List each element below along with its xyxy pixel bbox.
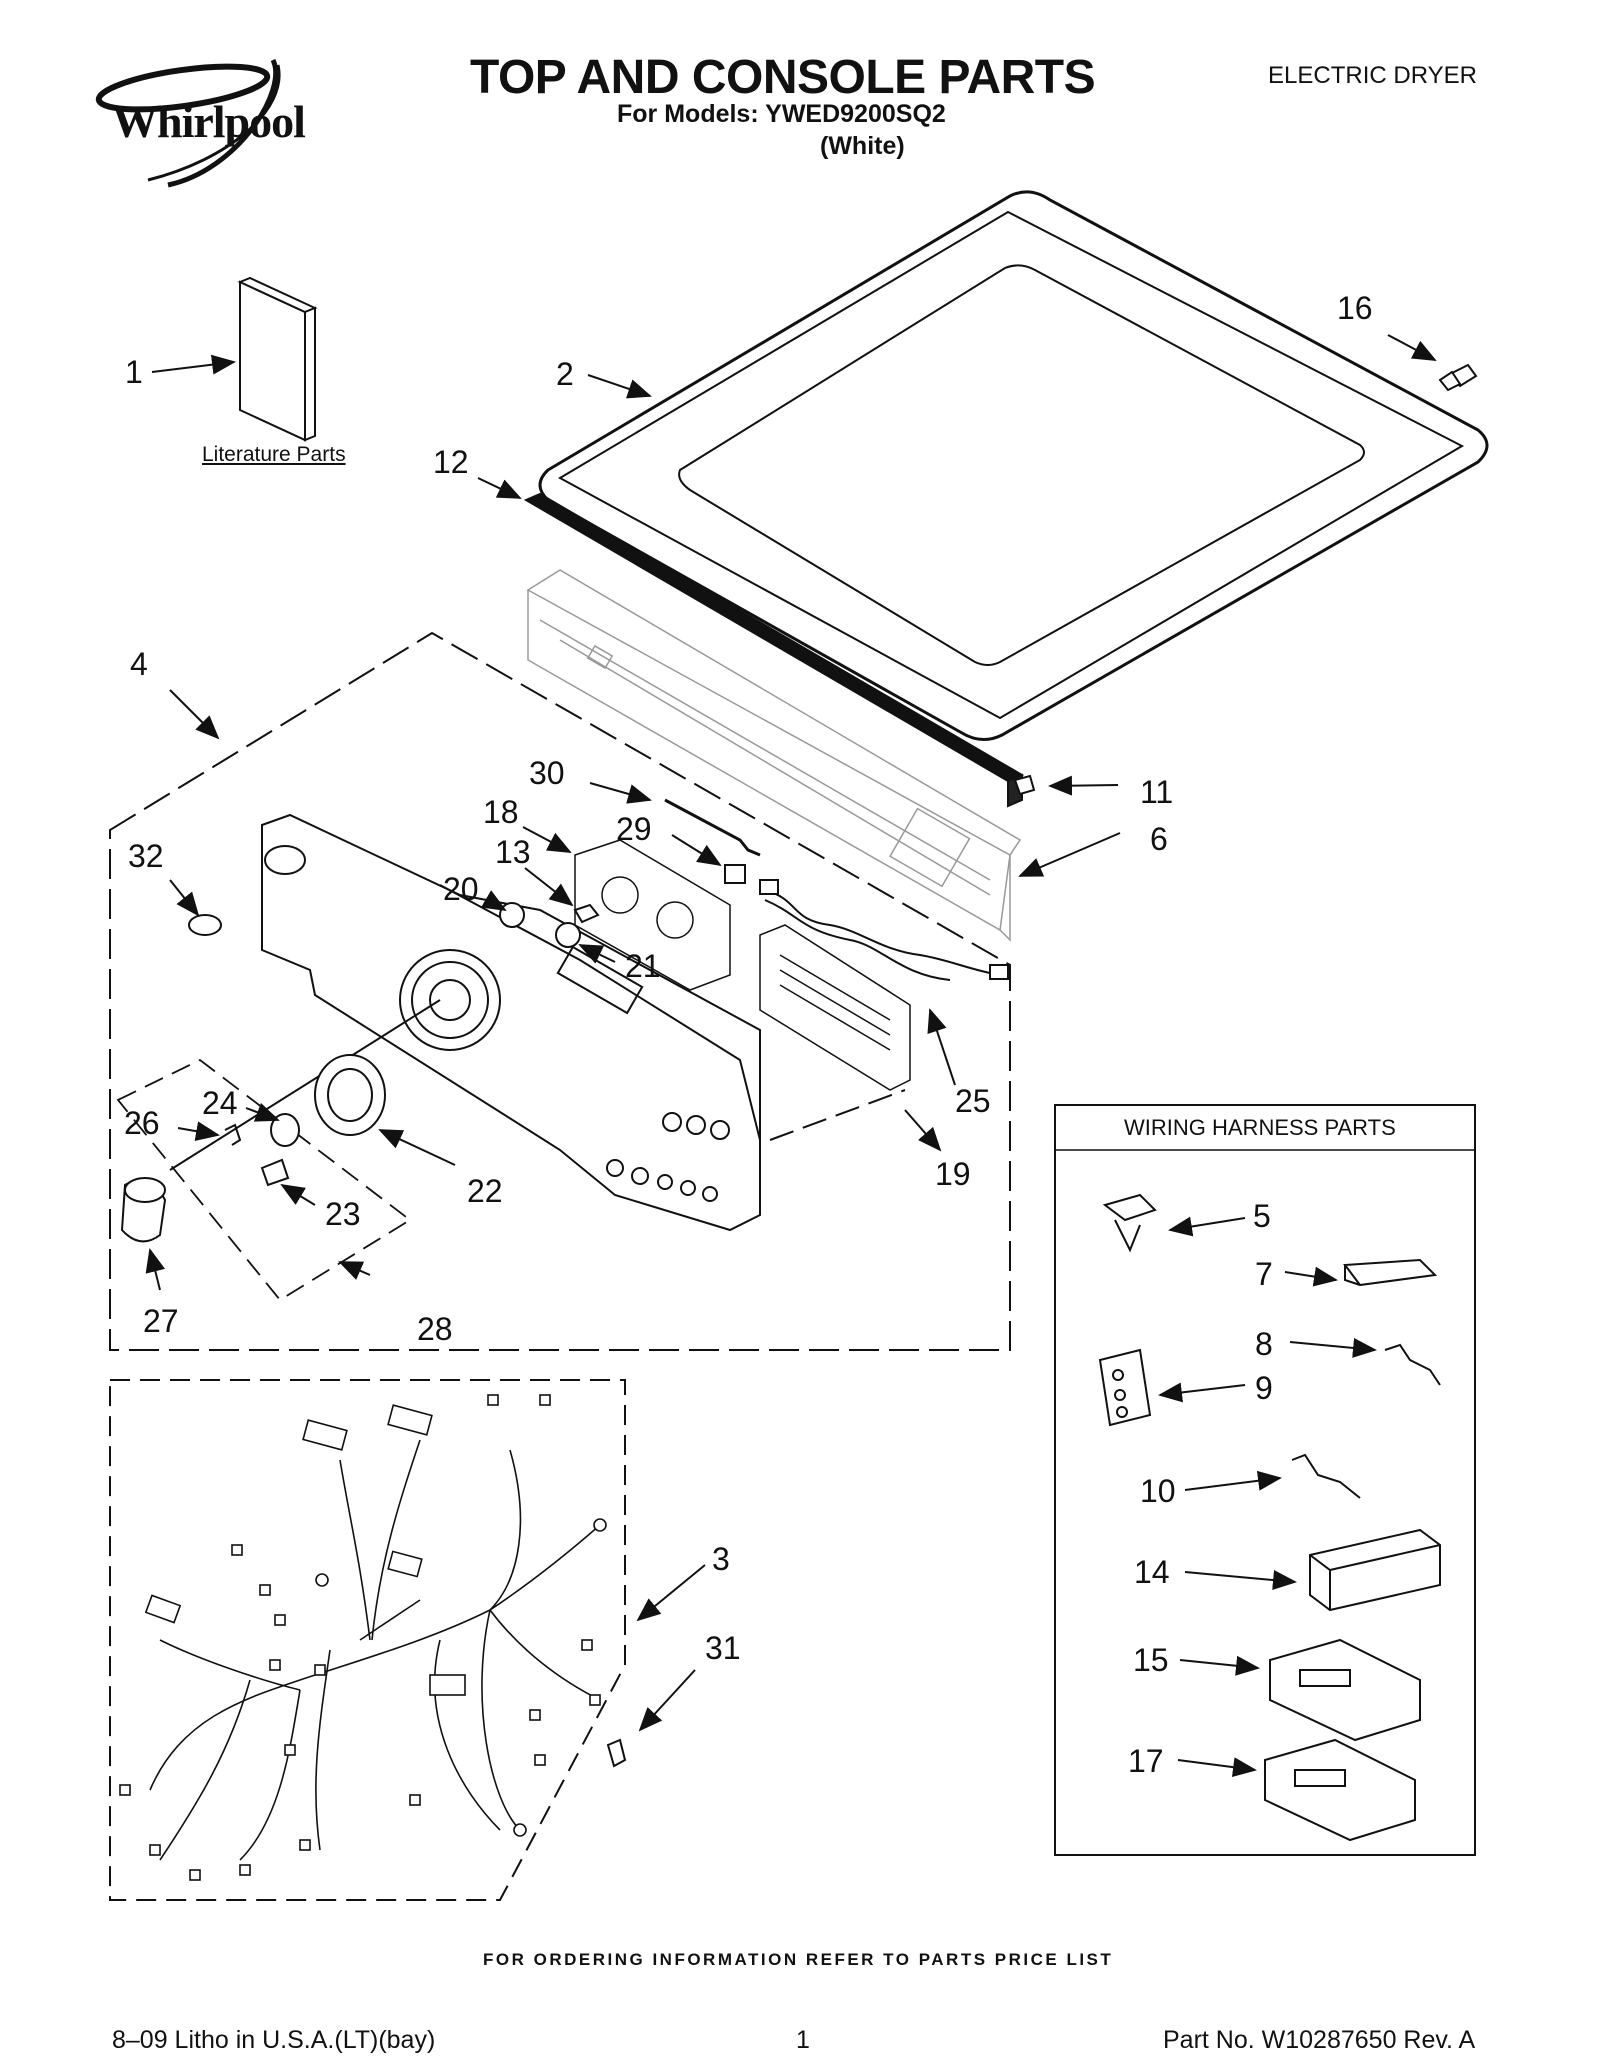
callout-31: 31	[705, 1630, 741, 1666]
models-line: For Models: YWED9200SQ2	[617, 100, 946, 128]
ordering-info: FOR ORDERING INFORMATION REFER TO PARTS …	[483, 1950, 1114, 1969]
dryer-top-panel-part	[538, 190, 1489, 741]
console-bracket	[526, 569, 1022, 942]
wiring-harness-parts-title: WIRING HARNESS PARTS	[1124, 1115, 1396, 1140]
callout-12: 12	[433, 444, 469, 480]
wire-harness-25	[759, 879, 1009, 981]
callout-5: 5	[1253, 1198, 1271, 1234]
callout-18: 18	[483, 794, 519, 830]
callout-25: 25	[955, 1083, 991, 1119]
callout-32: 32	[128, 838, 164, 874]
console-panel	[261, 813, 761, 1232]
callout-2: 2	[556, 356, 574, 392]
color-line: (White)	[820, 132, 905, 160]
brand-wordmark: Whirlpool	[112, 96, 306, 147]
callout-7: 7	[1255, 1256, 1273, 1292]
callout-16: 16	[1337, 290, 1373, 326]
callout-22: 22	[467, 1173, 503, 1209]
callout-9: 9	[1255, 1370, 1273, 1406]
knob-27	[120, 1177, 167, 1243]
callout-3: 3	[712, 1541, 730, 1577]
product-type: ELECTRIC DRYER	[1268, 62, 1477, 89]
page-number: 1	[796, 2026, 810, 2054]
part-number: Part No. W10287650 Rev. A	[1163, 2026, 1476, 2054]
callout-14: 14	[1134, 1554, 1170, 1590]
callout-26: 26	[124, 1105, 160, 1141]
ui-board-19	[759, 924, 911, 1091]
callout-6: 6	[1150, 821, 1168, 857]
callout-21: 21	[625, 948, 661, 984]
callout-13: 13	[495, 834, 531, 870]
wiring-harness-parts-box	[1054, 1104, 1476, 1856]
callout-17: 17	[1128, 1743, 1164, 1779]
literature-book-part	[237, 276, 318, 442]
callout-20: 20	[443, 871, 479, 907]
screw-16	[1438, 363, 1478, 392]
callout-10: 10	[1140, 1473, 1176, 1509]
console-buttons	[606, 1112, 730, 1202]
callout-27: 27	[143, 1303, 179, 1339]
callout-8: 8	[1255, 1326, 1273, 1362]
callout-23: 23	[325, 1196, 361, 1232]
litho-line: 8–09 Litho in U.S.A.(LT)(bay)	[112, 2026, 436, 2054]
page-title: TOP AND CONSOLE PARTS	[470, 51, 1096, 104]
console-dial-assembly	[169, 949, 501, 1171]
callout-29: 29	[616, 811, 652, 847]
main-wiring-harness	[119, 1394, 607, 1881]
callout-11: 11	[1140, 774, 1174, 810]
whirlpool-logo	[88, 50, 358, 190]
callout-15: 15	[1133, 1642, 1169, 1678]
callout-30: 30	[529, 755, 565, 791]
callout-24: 24	[202, 1085, 238, 1121]
callout-19: 19	[935, 1156, 971, 1192]
callout-1: 1	[125, 354, 143, 390]
callout-4: 4	[130, 646, 148, 682]
callout-28: 28	[417, 1311, 453, 1347]
dial-ring-22	[314, 1054, 386, 1136]
literature-parts-label: Literature Parts	[202, 443, 346, 466]
